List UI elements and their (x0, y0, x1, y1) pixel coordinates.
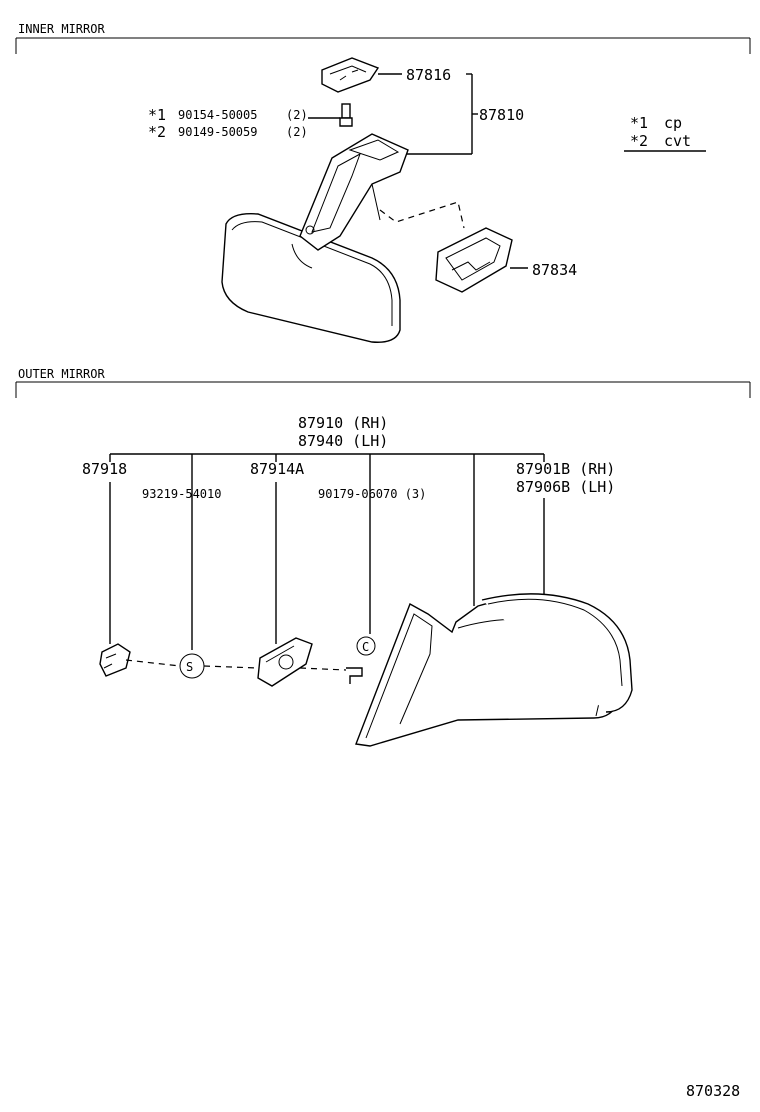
part-87918-clip (99, 643, 131, 677)
label-87901B: 87901B (RH) (516, 460, 615, 478)
clip-symbol: C (356, 636, 376, 656)
bolt1-qty: (2) (286, 108, 308, 122)
label-93219: 93219-54010 (142, 487, 221, 501)
screw-symbol: S (179, 653, 205, 679)
legend1-mark: *1 (630, 114, 648, 132)
label-87816: 87816 (406, 66, 451, 84)
label-90179: 90179-06070 (3) (318, 487, 426, 501)
inner-section-frame (15, 37, 751, 54)
inner-mirror-title: INNER MIRROR (18, 22, 105, 36)
label-87914A: 87914A (250, 460, 304, 478)
bolt1-mark: *1 (148, 106, 166, 124)
part-87816-clip (321, 57, 380, 93)
label-87906B: 87906B (LH) (516, 478, 615, 496)
legend1-text: cp (664, 114, 682, 132)
screw-symbol-letter: S (186, 660, 193, 674)
leaders-outer (109, 482, 545, 644)
label-87918: 87918 (82, 460, 127, 478)
part-87914A-cover (257, 637, 313, 687)
label-87834: 87834 (532, 261, 577, 279)
dashed-link-outer (125, 659, 347, 671)
leader-87810 (402, 74, 478, 155)
outer-section-frame (15, 381, 751, 398)
bolt2-qty: (2) (286, 125, 308, 139)
clip-symbol-letter: C (362, 640, 369, 654)
mount-hook (346, 667, 363, 684)
label-87810: 87810 (479, 106, 524, 124)
dashed-link-87834 (379, 201, 465, 229)
legend2-text: cvt (664, 132, 691, 150)
outer-mirror-assembly (355, 593, 633, 747)
label-assy-lh: 87940 (LH) (298, 432, 388, 450)
legend2-mark: *2 (630, 132, 648, 150)
bracket-drops (109, 454, 545, 650)
bolt2-mark: *2 (148, 123, 166, 141)
outer-mirror-title: OUTER MIRROR (18, 367, 105, 381)
diagram-code: 870328 (686, 1082, 740, 1100)
bolt2-partnum: 90149-50059 (178, 125, 257, 139)
part-87834-cover (435, 227, 513, 293)
label-assy-rh: 87910 (RH) (298, 414, 388, 432)
inner-mirror-assembly (221, 133, 409, 343)
bolt1-partnum: 90154-50005 (178, 108, 257, 122)
bolt-icon (339, 103, 353, 127)
